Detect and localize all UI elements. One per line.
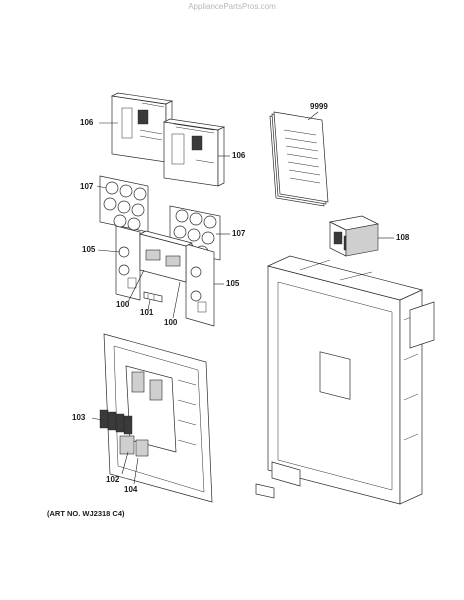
cabinet-rear-panel (255, 255, 435, 505)
part-107-left-relays[interactable] (99, 175, 149, 233)
callout-100-left: 100 (116, 300, 130, 309)
part-106-right-board[interactable] (162, 118, 226, 187)
part-105-bracket-assembly[interactable] (115, 225, 215, 327)
callout-108: 108 (396, 233, 410, 242)
callout-106-right: 106 (232, 151, 246, 160)
art-number-caption: (ART NO. WJ2318 C4) (47, 509, 125, 518)
leader-100-bottom (172, 281, 181, 319)
callout-102: 102 (106, 475, 120, 484)
callout-107-right: 107 (232, 229, 246, 238)
callout-104: 104 (124, 485, 138, 494)
part-103-control-housing[interactable] (99, 333, 213, 503)
watermark-text: AppliancePartsPros.com (188, 2, 276, 11)
part-101-clip[interactable] (143, 291, 163, 303)
callout-105-right: 105 (226, 279, 240, 288)
part-9999-tech-sheet[interactable] (269, 111, 329, 207)
part-106-left-board[interactable] (110, 92, 174, 163)
callout-107-left: 107 (80, 182, 94, 191)
leader-104 (133, 457, 139, 485)
leader-101 (147, 299, 151, 311)
callout-101: 101 (140, 308, 154, 317)
callout-106-left: 106 (80, 118, 94, 127)
leader-102 (121, 451, 129, 475)
callout-100-bottom: 100 (164, 318, 178, 327)
leader-100-left (127, 269, 145, 303)
leader-105-left (97, 249, 121, 253)
callout-103: 103 (72, 413, 86, 422)
callout-9999: 9999 (310, 102, 328, 111)
part-108-box[interactable] (328, 215, 380, 257)
leader-9999 (307, 111, 319, 121)
callout-105-left: 105 (82, 245, 96, 254)
leader-107-left (96, 185, 107, 189)
leader-103 (91, 417, 103, 421)
